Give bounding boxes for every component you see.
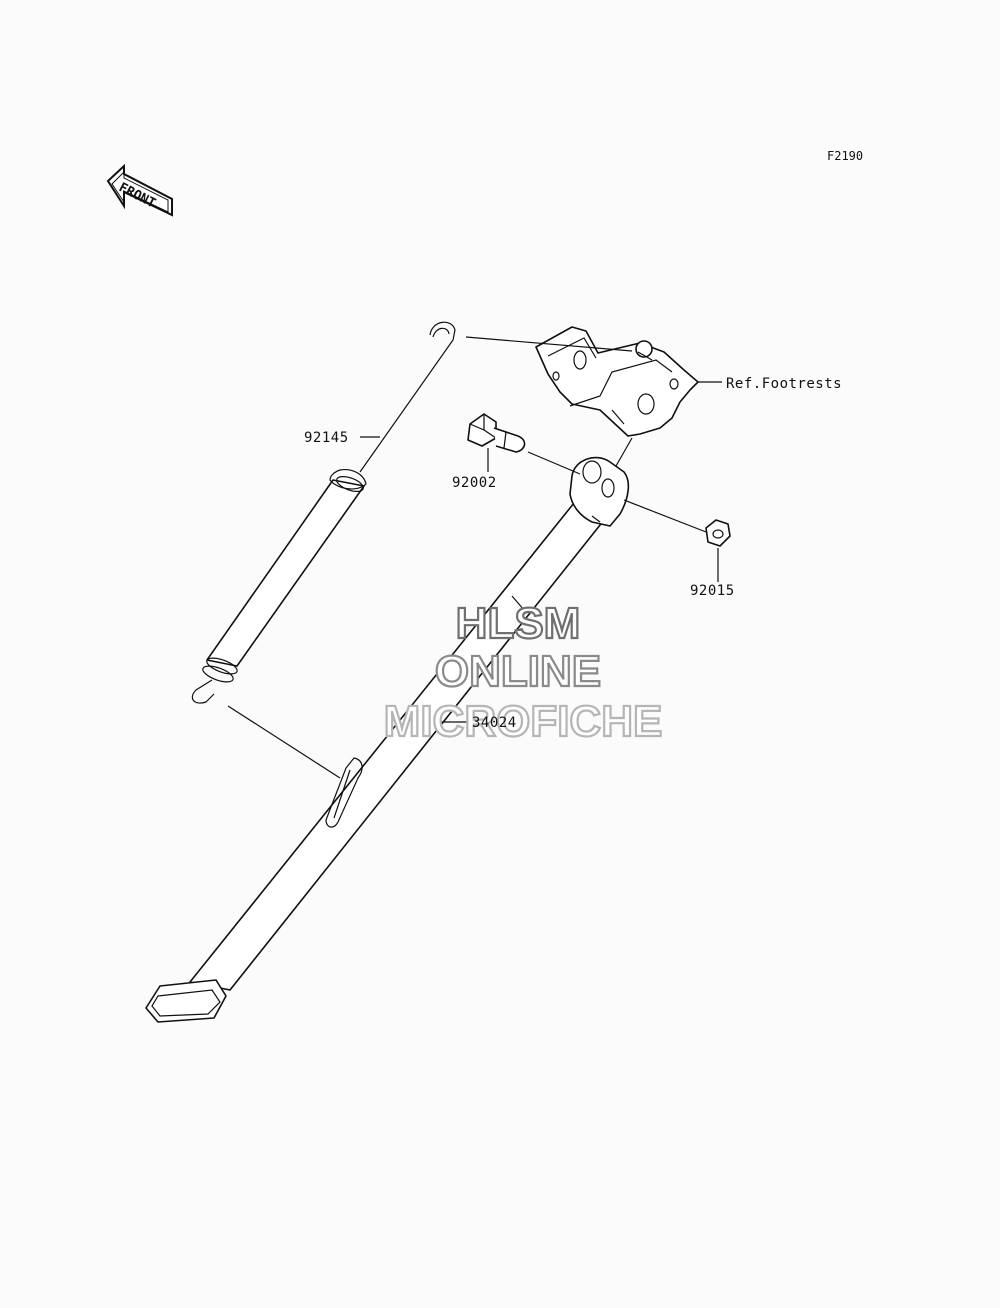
pivot-bolt bbox=[467, 413, 526, 453]
callout-reference: Ref.Footrests bbox=[726, 376, 842, 392]
watermark: HLSM ONLINE MICROFICHE bbox=[383, 598, 664, 747]
assembly-lines bbox=[227, 336, 722, 779]
watermark-line-1: HLSM bbox=[456, 599, 581, 648]
watermark-line-2: ONLINE bbox=[435, 647, 601, 696]
callout-spring: 92145 bbox=[304, 430, 349, 446]
callout-bolt: 92002 bbox=[452, 475, 497, 491]
footrest-bracket bbox=[535, 326, 699, 437]
side-stand bbox=[145, 456, 630, 1023]
watermark-line-3: MICROFICHE bbox=[384, 697, 663, 746]
return-spring bbox=[191, 321, 456, 704]
figure-code: F2190 bbox=[827, 149, 863, 163]
callout-stand: 34024 bbox=[472, 715, 517, 731]
nut bbox=[705, 519, 731, 547]
callout-nut: 92015 bbox=[690, 583, 735, 599]
front-arrow-icon: FRONT bbox=[106, 163, 173, 217]
